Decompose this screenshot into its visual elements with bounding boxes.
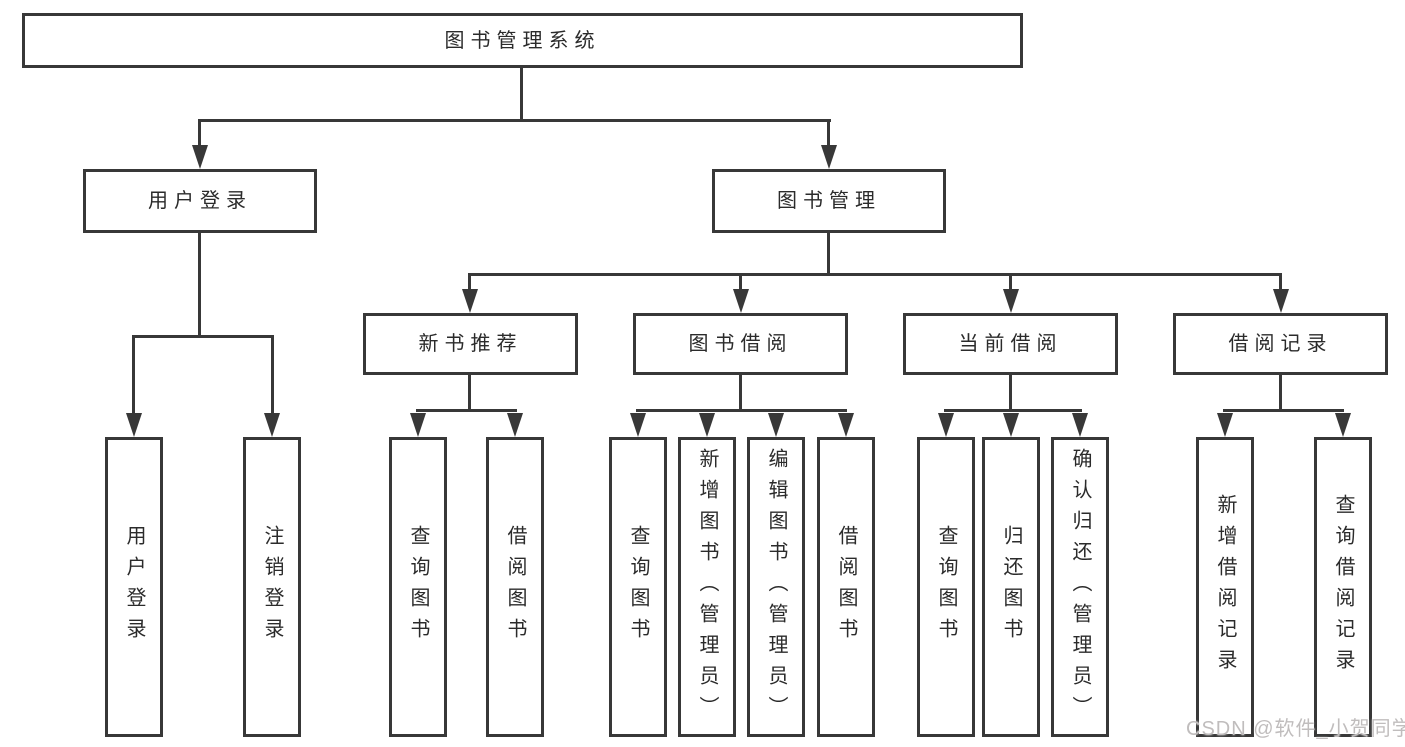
node-bb-query-book: 查询图书 <box>609 437 667 737</box>
node-br-add-record-label: 新增借阅记录 <box>1214 494 1236 680</box>
edge-borrow-record-drop <box>1279 375 1282 412</box>
arrowhead-new-book-rec <box>462 289 478 313</box>
node-user-login-label: 用户登录 <box>148 190 252 212</box>
edge-to-current-borrow <box>1009 273 1012 293</box>
node-user-login: 用户登录 <box>83 169 317 233</box>
edge-root-rail <box>198 119 831 122</box>
node-leaf-user-login-label: 用户登录 <box>123 525 145 649</box>
node-cb-return-book-label: 归还图书 <box>1000 525 1022 649</box>
arrowhead-bb-borrow-book <box>838 413 854 437</box>
edge-to-leaf-user-login <box>132 335 135 415</box>
node-leaf-logout: 注销登录 <box>243 437 301 737</box>
arrowhead-cb-confirm-return <box>1072 413 1088 437</box>
arrowhead-borrow-record <box>1273 289 1289 313</box>
arrowhead-leaf-user-login <box>126 413 142 437</box>
edge-new-book-rec-drop <box>468 375 471 412</box>
arrowhead-rec-query-book <box>410 413 426 437</box>
edge-user-login-rail <box>132 335 274 338</box>
node-cb-confirm-return: 确认归还（管理员） <box>1051 437 1109 737</box>
edge-root-drop <box>520 68 523 120</box>
node-bb-edit-book: 编辑图书（管理员） <box>747 437 805 737</box>
arrowhead-cb-query-book <box>938 413 954 437</box>
edge-book-borrow-drop <box>739 375 742 412</box>
node-borrow-record: 借阅记录 <box>1173 313 1388 375</box>
csdn-watermark: CSDN @软件_小贺同学 <box>1186 718 1405 740</box>
node-rec-query-book: 查询图书 <box>389 437 447 737</box>
arrowhead-bb-add-book <box>699 413 715 437</box>
arrowhead-user-login <box>192 145 208 169</box>
node-bb-add-book: 新增图书（管理员） <box>678 437 736 737</box>
node-current-borrow: 当前借阅 <box>903 313 1118 375</box>
edge-to-book-mgmt <box>827 119 830 147</box>
arrowhead-br-add-record <box>1217 413 1233 437</box>
edge-to-borrow-record <box>1279 273 1282 293</box>
edge-new-book-rec-rail <box>416 409 517 412</box>
node-bb-edit-book-label: 编辑图书（管理员） <box>765 447 787 727</box>
edge-to-book-borrow <box>739 273 742 293</box>
node-rec-query-book-label: 查询图书 <box>407 525 429 649</box>
edge-current-borrow-rail <box>944 409 1082 412</box>
node-new-book-rec-label: 新书推荐 <box>418 333 523 355</box>
node-cb-query-book-label: 查询图书 <box>935 525 957 649</box>
node-book-mgmt: 图书管理 <box>712 169 946 233</box>
node-bb-add-book-label: 新增图书（管理员） <box>696 447 718 727</box>
node-book-mgmt-label: 图书管理 <box>777 190 881 212</box>
node-rec-borrow-book: 借阅图书 <box>486 437 544 737</box>
node-cb-confirm-return-label: 确认归还（管理员） <box>1069 447 1091 727</box>
arrowhead-book-borrow <box>733 289 749 313</box>
arrowhead-bb-edit-book <box>768 413 784 437</box>
arrowhead-current-borrow <box>1003 289 1019 313</box>
node-leaf-logout-label: 注销登录 <box>261 525 283 649</box>
arrowhead-bb-query-book <box>630 413 646 437</box>
node-borrow-record-label: 借阅记录 <box>1228 333 1333 355</box>
arrowhead-br-query-record <box>1335 413 1351 437</box>
arrowhead-cb-return-book <box>1003 413 1019 437</box>
arrowhead-rec-borrow-book <box>507 413 523 437</box>
node-leaf-user-login: 用户登录 <box>105 437 163 737</box>
edge-book-borrow-rail <box>636 409 847 412</box>
node-br-query-record-label: 查询借阅记录 <box>1332 494 1354 680</box>
node-bb-borrow-book: 借阅图书 <box>817 437 875 737</box>
edge-current-borrow-drop <box>1009 375 1012 412</box>
node-br-query-record: 查询借阅记录 <box>1314 437 1372 737</box>
node-cb-return-book: 归还图书 <box>982 437 1040 737</box>
node-root: 图书管理系统 <box>22 13 1023 68</box>
edge-book-mgmt-rail <box>468 273 1282 276</box>
edge-to-leaf-logout <box>271 335 274 415</box>
arrowhead-book-mgmt <box>821 145 837 169</box>
node-bb-borrow-book-label: 借阅图书 <box>835 525 857 649</box>
node-rec-borrow-book-label: 借阅图书 <box>504 525 526 649</box>
node-br-add-record: 新增借阅记录 <box>1196 437 1254 737</box>
edge-borrow-record-rail <box>1223 409 1344 412</box>
node-current-borrow-label: 当前借阅 <box>958 333 1063 355</box>
arrowhead-leaf-logout <box>264 413 280 437</box>
edge-to-new-book-rec <box>468 273 471 293</box>
node-new-book-rec: 新书推荐 <box>363 313 578 375</box>
node-bb-query-book-label: 查询图书 <box>627 525 649 649</box>
node-book-borrow-label: 图书借阅 <box>688 333 793 355</box>
node-book-borrow: 图书借阅 <box>633 313 848 375</box>
edge-user-login-drop <box>198 233 201 338</box>
node-root-label: 图书管理系统 <box>444 29 601 52</box>
edge-book-mgmt-drop <box>827 233 830 276</box>
node-cb-query-book: 查询图书 <box>917 437 975 737</box>
edge-to-user-login <box>198 119 201 147</box>
